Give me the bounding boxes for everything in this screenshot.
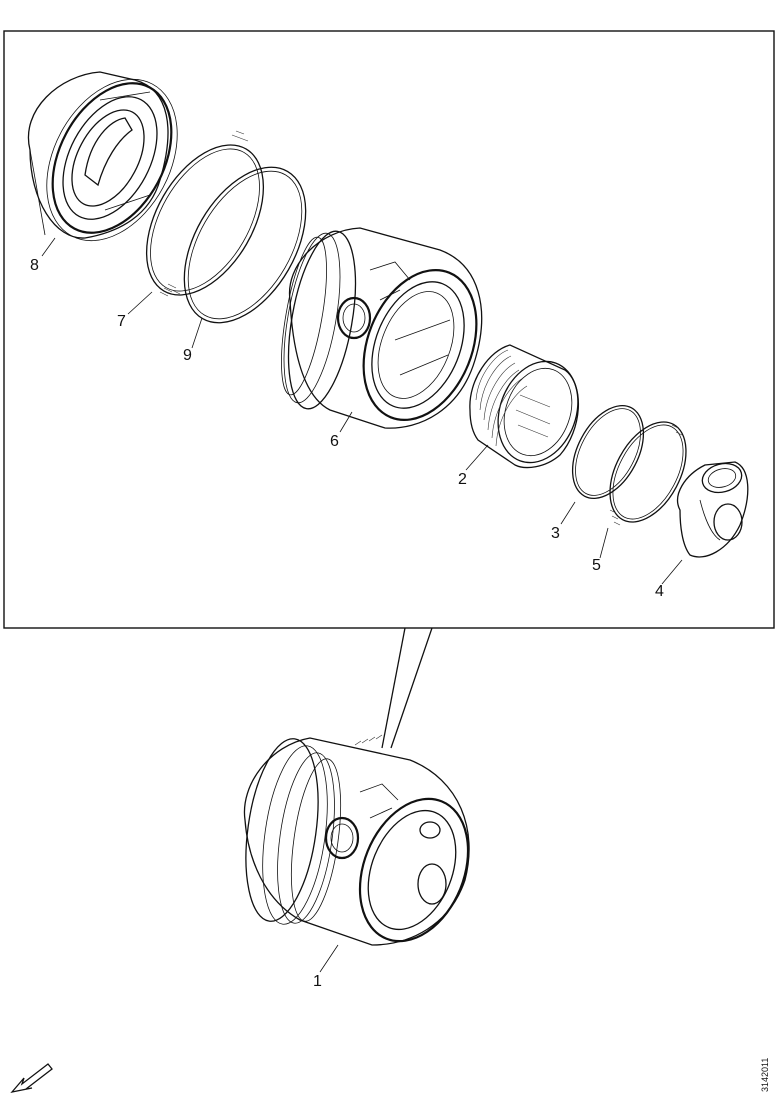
part-label-6: 6 (330, 433, 339, 450)
part-1-piston-assembly (243, 734, 470, 946)
part-label-3: 3 (551, 525, 560, 542)
part-2-gudgeon-pin (469, 344, 580, 469)
direction-arrow-icon (10, 1063, 53, 1094)
part-4-cap (677, 461, 749, 558)
part-7-ring (145, 130, 265, 297)
part-label-9: 9 (183, 347, 192, 364)
detail-frame (3, 30, 775, 629)
part-label-8: 8 (30, 257, 39, 274)
part-6-piston-body (281, 227, 483, 429)
part-label-2: 2 (458, 471, 467, 488)
label-leaders (41, 237, 683, 973)
part-8-crown (27, 71, 178, 242)
part-3-circlip (571, 405, 645, 499)
part-5-circlip (609, 421, 687, 526)
part-label-4: 4 (655, 583, 664, 600)
drawing-code: 3142011 (760, 1058, 770, 1092)
part-label-1: 1 (313, 973, 322, 990)
part-label-5: 5 (592, 557, 601, 574)
detail-callout-lines (381, 627, 433, 749)
part-label-7: 7 (117, 313, 126, 330)
part-9-ring (183, 166, 307, 324)
